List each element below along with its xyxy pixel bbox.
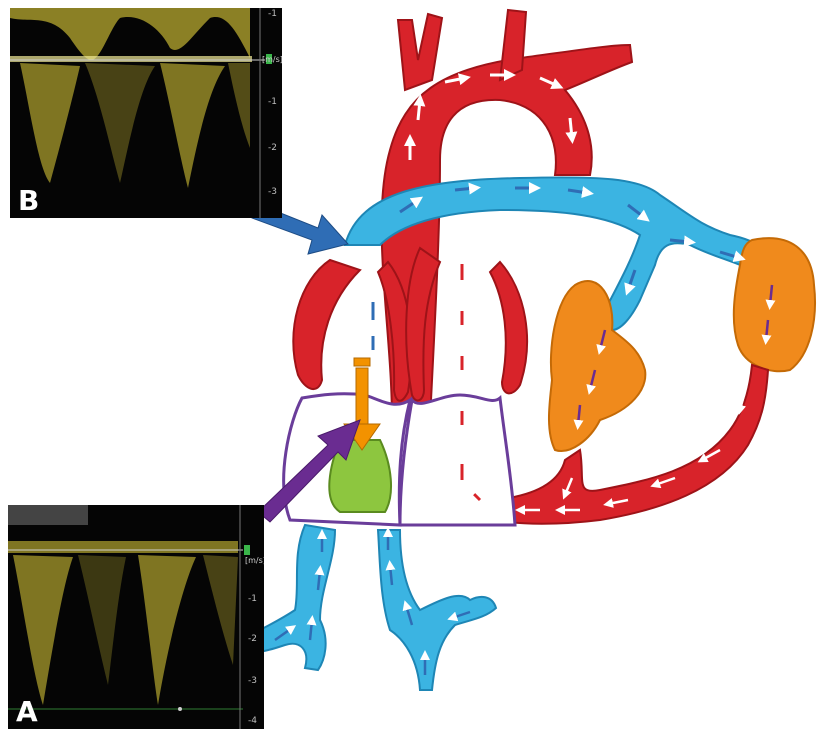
tick-a-2: -2 (248, 635, 257, 644)
tick-b-3: -2 (268, 144, 277, 153)
unit-label-b: [m/s] (262, 56, 282, 64)
tick-a-1: -1 (248, 595, 257, 604)
doppler-spectrum-a (8, 505, 264, 729)
doppler-spectrum-b (10, 8, 282, 218)
vena-cava-right (378, 530, 496, 690)
tick-a-4: -4 (248, 717, 257, 726)
head-vessel-1 (398, 14, 442, 90)
tick-b-2: -1 (268, 98, 277, 107)
doppler-panel-b: [m/s] -1 -1 -2 -3 B (10, 8, 282, 218)
head-vessel-2 (500, 10, 526, 80)
doppler-panel-a: [m/s] -1 -2 -3 -4 A (8, 505, 264, 729)
tick-a-3: -3 (248, 677, 257, 686)
tick-b-1: -1 (268, 10, 277, 19)
panel-label-b: B (18, 184, 39, 217)
valve-left-outer (293, 260, 360, 389)
panel-label-a: A (16, 695, 38, 728)
ventricle-right-outline (400, 395, 515, 525)
tick-b-4: -3 (268, 188, 277, 197)
unit-label-a: [m/s] (245, 557, 264, 565)
lung-right (734, 238, 815, 371)
valve-right-outer (490, 262, 527, 393)
